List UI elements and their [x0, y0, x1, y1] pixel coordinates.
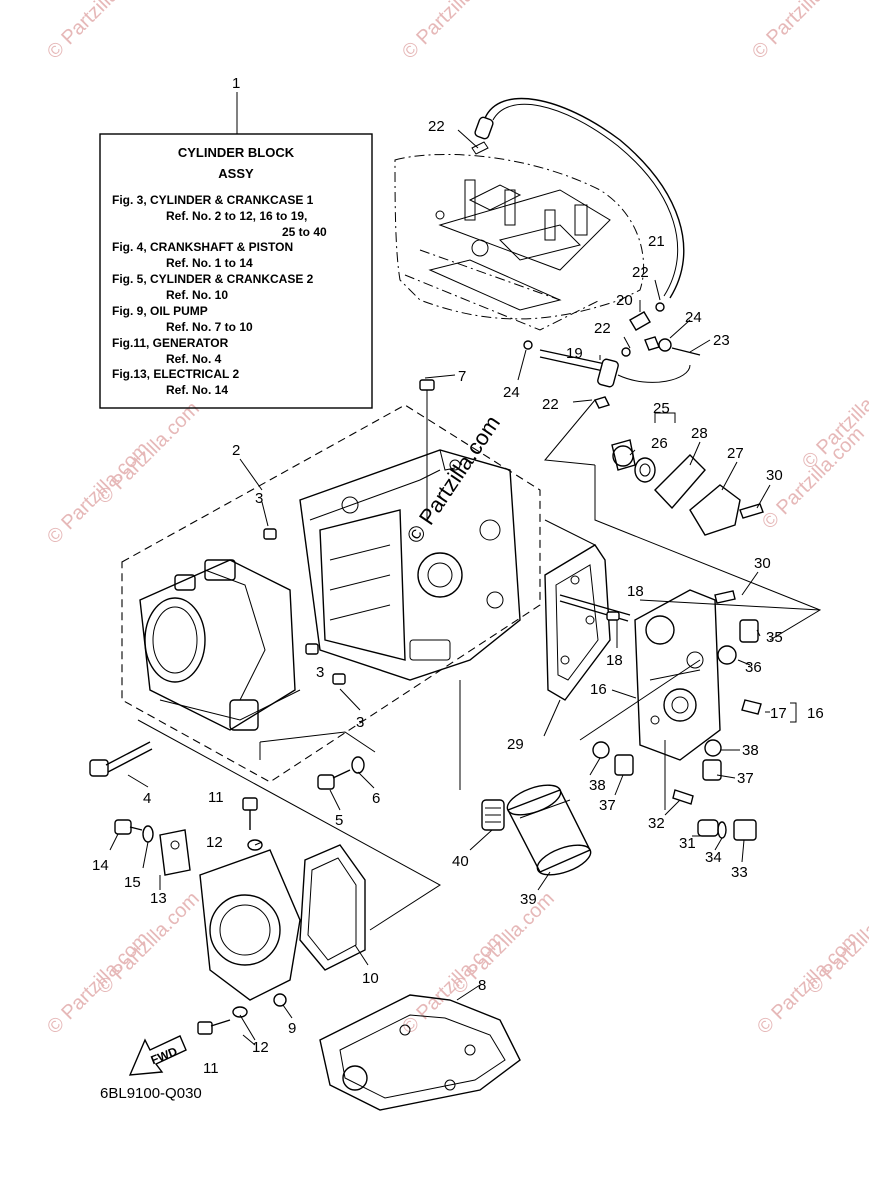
legend-line: Ref. No. 2 to 12, 16 to 19, — [166, 209, 307, 223]
legend-line: Ref. No. 1 to 14 — [166, 256, 253, 270]
callout-label: 38 — [589, 777, 606, 794]
diagram-code: 6BL9100-Q030 — [100, 1085, 202, 1102]
callout-label: 40 — [452, 853, 469, 870]
callout-label: 18 — [627, 583, 644, 600]
oil-pump-assembly — [114, 797, 366, 1035]
callout-label: 24 — [685, 309, 702, 326]
callout-label: 34 — [705, 849, 722, 866]
callout-label: 35 — [766, 629, 783, 646]
callout-labels: 2 3 3 3 4 5 6 7 8 9 10 11 11 12 12 13 14… — [92, 118, 824, 1077]
callout-label: 36 — [745, 659, 762, 676]
callout-label: 11 — [208, 789, 224, 806]
callout-label: 2 — [232, 442, 240, 459]
legend-line: Ref. No. 7 to 10 — [166, 320, 253, 334]
callout-label: 23 — [713, 332, 730, 349]
callout-label: 30 — [754, 555, 771, 572]
watermark: © Partzilla.com — [93, 398, 204, 509]
dowel-pins — [263, 528, 346, 685]
oil-filter — [481, 784, 592, 876]
callout-label: 1 — [232, 75, 240, 92]
legend-box: 1 CYLINDER BLOCK ASSY Fig. 3, CYLINDER &… — [99, 75, 373, 409]
studs — [559, 594, 631, 622]
callout-label: 18 — [606, 652, 623, 669]
oil-filter-bracket — [634, 589, 721, 761]
cylinder-block — [139, 449, 521, 731]
upper-engine-outline — [394, 153, 645, 331]
block-group-outline — [121, 404, 541, 783]
callout-label: 22 — [428, 118, 445, 135]
legend-line: Fig.11, GENERATOR — [112, 336, 229, 350]
callout-label: 13 — [150, 890, 167, 907]
legend-line: 25 to 40 — [282, 225, 327, 239]
fittings — [592, 619, 762, 841]
callout-label: 8 — [478, 977, 486, 994]
callout-label: 19 — [566, 345, 583, 362]
callout-label: 38 — [742, 742, 759, 759]
callout-label: 20 — [616, 292, 633, 309]
callout-label: 3 — [316, 664, 324, 681]
leader-lines — [109, 129, 822, 1046]
callout-label: 16 — [590, 681, 607, 698]
callout-label: 39 — [520, 891, 537, 908]
legend-title: CYLINDER BLOCK — [178, 145, 295, 160]
center-watermark: © Partzilla.com — [401, 411, 505, 548]
callout-label: 16 — [807, 705, 824, 722]
callout-label: 12 — [252, 1039, 269, 1056]
legend-line: Ref. No. 14 — [166, 383, 228, 397]
callout-label: 28 — [691, 425, 708, 442]
callout-label: 32 — [648, 815, 665, 832]
legend-subtitle: ASSY — [218, 166, 254, 181]
callout-label: 3 — [255, 490, 263, 507]
callout-label: 9 — [288, 1020, 296, 1037]
legend-line: Fig. 5, CYLINDER & CRANKCASE 2 — [112, 272, 314, 286]
plug — [419, 379, 435, 520]
callout-label: 17 — [770, 705, 787, 722]
watermark: © Partzilla.com — [748, 0, 859, 64]
callout-label: 27 — [727, 445, 744, 462]
callout-label: 24 — [503, 384, 520, 401]
callout-label: 3 — [356, 714, 364, 731]
callout-label: 10 — [362, 970, 379, 987]
legend-line: Fig. 9, OIL PUMP — [112, 304, 208, 318]
breather-hose — [471, 97, 685, 299]
callout-label: 26 — [651, 435, 668, 452]
callout-label: 37 — [737, 770, 754, 787]
callout-label: 7 — [458, 368, 466, 385]
watermark: © Partzilla.com — [93, 888, 204, 999]
watermark: © Partzilla.com — [398, 0, 509, 64]
hose-assembly — [523, 302, 701, 409]
callout-label: 33 — [731, 864, 748, 881]
callout-label: 22 — [632, 264, 649, 281]
callout-label: 14 — [92, 857, 109, 874]
callout-label: 21 — [648, 233, 665, 250]
callout-label: 22 — [542, 396, 559, 413]
legend-line: Ref. No. 4 — [166, 352, 222, 366]
callout-label: 11 — [203, 1060, 219, 1077]
thermostat-parts — [611, 439, 764, 604]
legend-line: Ref. No. 10 — [166, 288, 228, 302]
callout-label: 15 — [124, 874, 141, 891]
watermark-layer: © Partzilla.com © Partzilla.com © Partzi… — [43, 0, 869, 1039]
callout-label: 4 — [143, 790, 151, 807]
watermark: © Partzilla.com — [448, 888, 559, 999]
callout-label: 12 — [206, 834, 223, 851]
bolts-left — [89, 741, 365, 790]
callout-label: 25 — [653, 400, 670, 417]
callout-label: 6 — [372, 790, 380, 807]
callout-label: 37 — [599, 797, 616, 814]
gasket — [544, 544, 611, 701]
fwd-label: FWD — [149, 1044, 180, 1067]
callout-label: 29 — [507, 736, 524, 753]
legend-line: Fig.13, ELECTRICAL 2 — [112, 367, 239, 381]
legend-line: Fig. 3, CYLINDER & CRANKCASE 1 — [112, 193, 314, 207]
callout-label: 31 — [679, 835, 696, 852]
callout-label: 30 — [766, 467, 783, 484]
callout-label: 5 — [335, 812, 343, 829]
callout-label: 22 — [594, 320, 611, 337]
legend-line: Fig. 4, CRANKSHAFT & PISTON — [112, 240, 293, 254]
watermark: © Partzilla.com — [43, 0, 154, 64]
exhaust-gasket — [319, 994, 521, 1111]
fwd-arrow: FWD — [128, 1035, 187, 1076]
